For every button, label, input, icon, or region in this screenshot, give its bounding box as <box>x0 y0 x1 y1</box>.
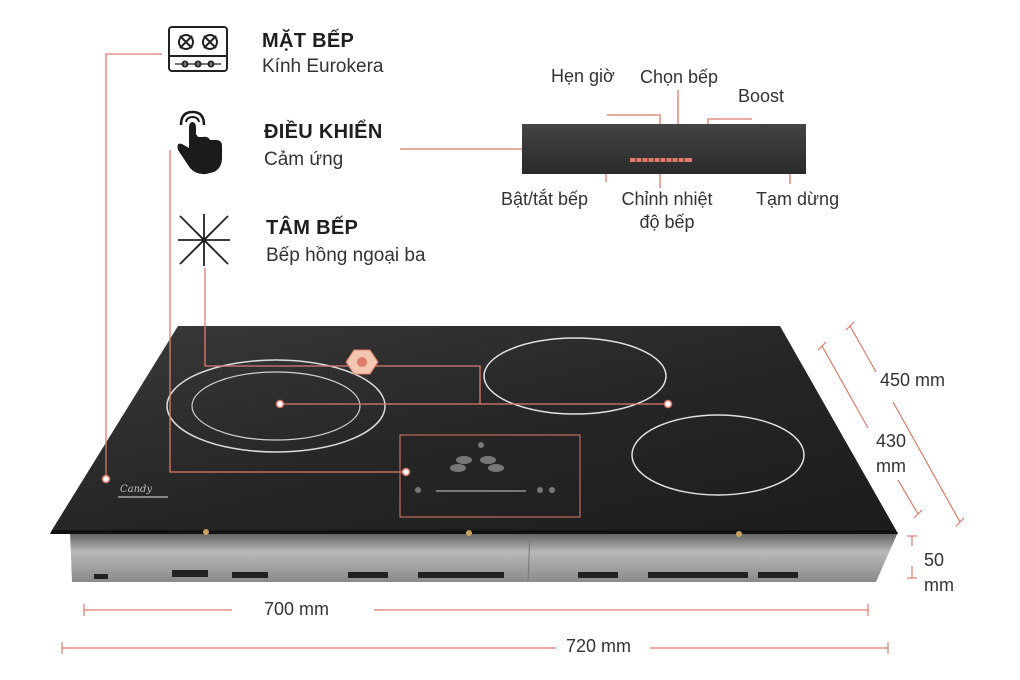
heat-center-marker <box>345 349 379 375</box>
label-temp: Chỉnh nhiệt độ bếp <box>612 189 722 233</box>
label-temp-line1: Chỉnh nhiệt <box>621 189 713 209</box>
control-panel-slider <box>630 158 692 162</box>
burner-icon <box>168 26 228 72</box>
feature-title-control: ĐIỀU KHIỂN <box>264 121 383 143</box>
label-boost: Boost <box>738 86 785 106</box>
touch-hand-icon <box>177 110 222 175</box>
dim-depth-outer: 450 mm <box>880 370 946 390</box>
screws <box>203 529 742 537</box>
cooking-zone-left <box>166 359 386 453</box>
feature-value-control: Cảm ứng <box>264 149 344 170</box>
label-timer: Hẹn giờ <box>551 66 615 86</box>
feature-title-heat-center: TÂM BẾP <box>266 217 359 239</box>
glass-control-icons <box>415 442 555 493</box>
cooking-zone-bottom-right <box>631 414 805 496</box>
cooktop-body <box>70 532 898 582</box>
feature-value-heat-center: Bếp hồng ngoại ba <box>266 245 426 266</box>
dim-depth-inner: 430 mm <box>866 431 916 477</box>
dim-depth-inner-value: 430 <box>875 431 907 451</box>
feature-value-surface: Kính Eurokera <box>262 56 384 77</box>
label-temp-line2: độ bếp <box>639 212 695 232</box>
vent-slots <box>94 570 798 579</box>
brand-logo: Candy <box>118 484 168 498</box>
svg-text:Candy: Candy <box>120 484 152 495</box>
label-select-zone: Chọn bếp <box>640 67 719 87</box>
dimension-lines <box>61 321 965 654</box>
cooking-zone-top-right <box>483 337 667 415</box>
dim-height-value: 50 <box>924 550 945 570</box>
dim-width-outer: 720 mm <box>566 636 632 656</box>
label-pause: Tạm dừng <box>756 189 840 209</box>
heat-center-icon <box>178 214 230 266</box>
feature-title-surface: MẶT BẾP <box>262 30 355 52</box>
dim-width-inner: 700 mm <box>264 599 330 619</box>
dim-depth-inner-unit: mm <box>876 456 906 476</box>
glass-control-area <box>399 434 581 518</box>
dim-height-unit: mm <box>924 575 954 595</box>
label-power: Bật/tắt bếp <box>501 189 589 209</box>
dim-height: 50 mm <box>924 550 954 596</box>
leader-dots <box>101 399 673 484</box>
cooktop-glass <box>52 326 896 530</box>
control-panel-closeup <box>522 124 806 174</box>
